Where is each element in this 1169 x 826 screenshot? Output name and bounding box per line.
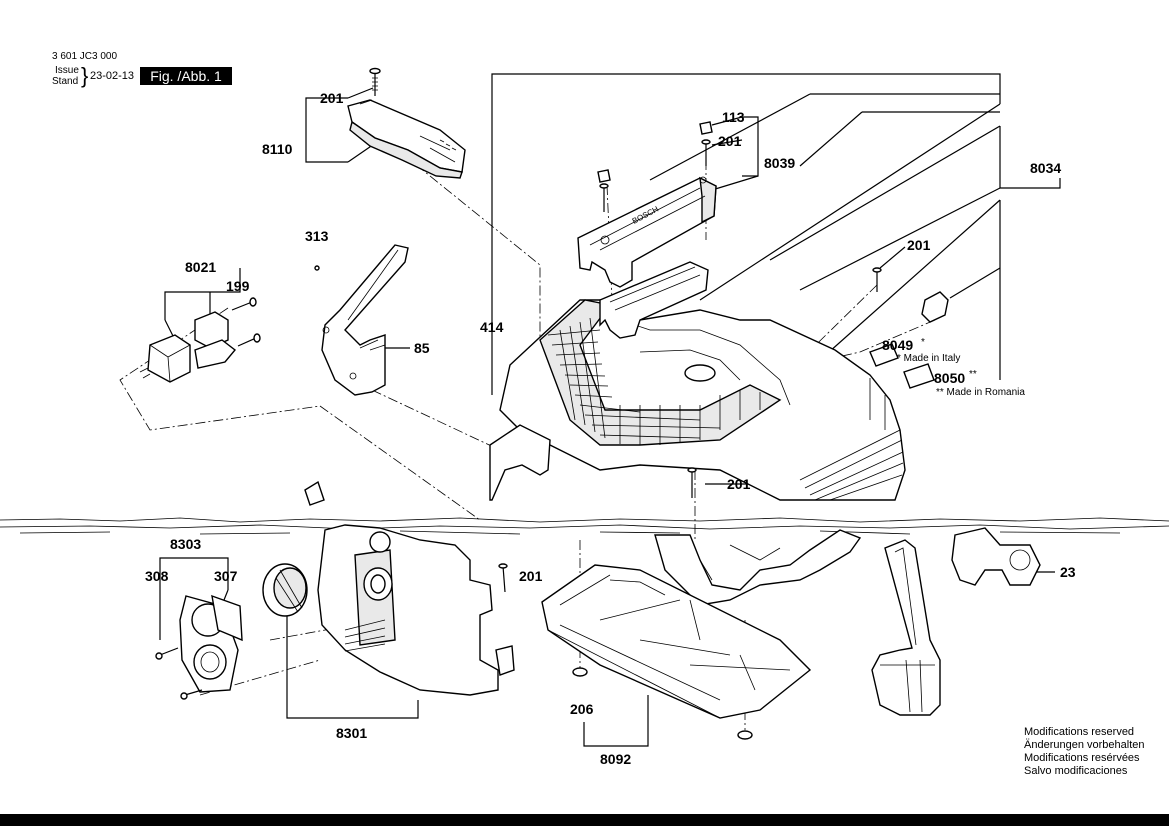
bottom-edge-bar: [0, 814, 1169, 826]
label-plates: [869, 343, 935, 389]
label-113: 113: [722, 109, 745, 125]
label-8034: 8034: [1030, 160, 1061, 176]
label-201-right: 201: [907, 237, 931, 253]
inlet-frame-8303: [179, 594, 243, 693]
washer-206: [572, 667, 753, 740]
footer-line-1: Modifications reserved: [1024, 726, 1135, 738]
label-8301: 8301: [336, 725, 367, 741]
issue-label: Issue: [55, 65, 79, 76]
screw-199: [231, 297, 261, 347]
plug-113: [597, 121, 713, 183]
label-23: 23: [1060, 564, 1076, 580]
label-85: 85: [414, 340, 430, 356]
leader-lines: [159, 73, 1061, 747]
label-8050-star: **: [969, 369, 977, 380]
label-8050: 8050: [934, 370, 965, 386]
label-201-center: 201: [727, 476, 751, 492]
scan-noise-band: [0, 517, 1169, 535]
pin-313: [314, 265, 320, 271]
switch-assembly-8021: [139, 311, 237, 383]
stand-label: Stand: [52, 76, 79, 87]
label-8092: 8092: [600, 751, 631, 767]
label-201-top: 201: [320, 90, 344, 106]
grid-pattern: [547, 317, 761, 445]
cable-hook: [871, 539, 941, 716]
label-8021: 8021: [185, 259, 216, 275]
screws-308: [155, 647, 203, 700]
note-made-in-italy: * Made in Italy: [897, 353, 960, 364]
note-made-in-romania: ** Made in Romania: [936, 387, 1025, 398]
label-8039: 8039: [764, 155, 795, 171]
label-414: 414: [480, 319, 504, 335]
label-313: 313: [305, 228, 329, 244]
label-8049: 8049: [882, 337, 913, 353]
handle-grip: [599, 261, 709, 339]
screw-201-lower: [498, 563, 508, 593]
front-panel-8301: [304, 480, 515, 696]
rotary-knob: [262, 563, 308, 617]
label-206: 206: [570, 701, 594, 717]
label-308: 308: [145, 568, 169, 584]
label-199: 199: [226, 278, 250, 294]
footer-line-3: Modifications resérvées: [1024, 752, 1140, 764]
part-labels: 201 8110 113 201 8039 8034 313 8021 199 …: [145, 90, 1076, 767]
strap-85: [321, 244, 409, 396]
label-201-lower: 201: [519, 568, 543, 584]
plate-8034: [921, 291, 949, 323]
screw-201-center: [687, 467, 697, 498]
label-8110: 8110: [262, 141, 293, 157]
footer-line-2: Änderungen vorbehalten: [1024, 739, 1145, 751]
label-307: 307: [214, 568, 238, 584]
label-8303: 8303: [170, 536, 201, 552]
footer-notes: Modifications reserved Änderungen vorbeh…: [1024, 726, 1144, 778]
container-top-414: [489, 299, 906, 501]
screw-201-top: [369, 67, 381, 96]
label-201-handle: 201: [718, 133, 742, 149]
label-8049-star: *: [921, 337, 925, 348]
footer-line-4: Salvo modificaciones: [1024, 765, 1128, 777]
issue-date: 23-02-13: [90, 70, 135, 82]
hose-holder-23: [951, 527, 1041, 586]
handle-8039: BOSCH: [577, 176, 717, 288]
figure-label: Fig. /Abb. 1: [140, 67, 232, 85]
doc-number: 3 601 JC3 000: [52, 51, 118, 62]
screw-201-handle: [599, 139, 711, 212]
brace: }: [81, 63, 89, 88]
carry-handle-8110: [347, 99, 466, 179]
screw-201-right: [872, 267, 882, 292]
tray-8092: [541, 564, 812, 719]
